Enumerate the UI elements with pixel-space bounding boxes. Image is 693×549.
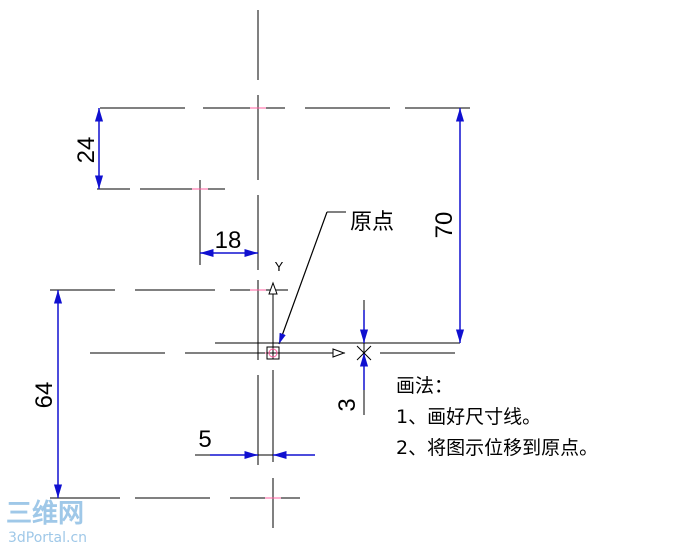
- notes-step2: 2、将图示位移到原点。: [396, 437, 598, 459]
- ucs-icon: [266, 281, 346, 360]
- notes-heading: 画法：: [396, 375, 453, 397]
- dimension-18: 18: [200, 227, 258, 258]
- notes: 画法： 1、画好尺寸线。 2、将图示位移到原点。: [396, 375, 598, 459]
- dimension-3-label: 3: [334, 398, 361, 411]
- y-axis-label: Y: [275, 259, 284, 274]
- dimension-64-label: 64: [31, 382, 58, 409]
- watermark: 三维网 3dPortal.cn: [6, 498, 87, 546]
- dimension-70: 70: [431, 108, 465, 343]
- watermark-site: 3dPortal.cn: [8, 530, 87, 546]
- dimension-24-label: 24: [73, 137, 100, 164]
- dimension-3: 3: [334, 300, 372, 415]
- origin-label: 原点: [350, 210, 394, 235]
- origin-leader: [278, 211, 346, 345]
- dimension-64: 64: [31, 290, 63, 498]
- dimension-5: 5: [195, 426, 315, 460]
- dimension-70-label: 70: [431, 212, 458, 239]
- dimension-5-label: 5: [198, 426, 211, 453]
- dimension-18-label: 18: [215, 227, 242, 254]
- dimension-24: 24: [73, 108, 104, 189]
- notes-step1: 1、画好尺寸线。: [396, 406, 541, 428]
- watermark-logo: 三维网: [6, 498, 84, 529]
